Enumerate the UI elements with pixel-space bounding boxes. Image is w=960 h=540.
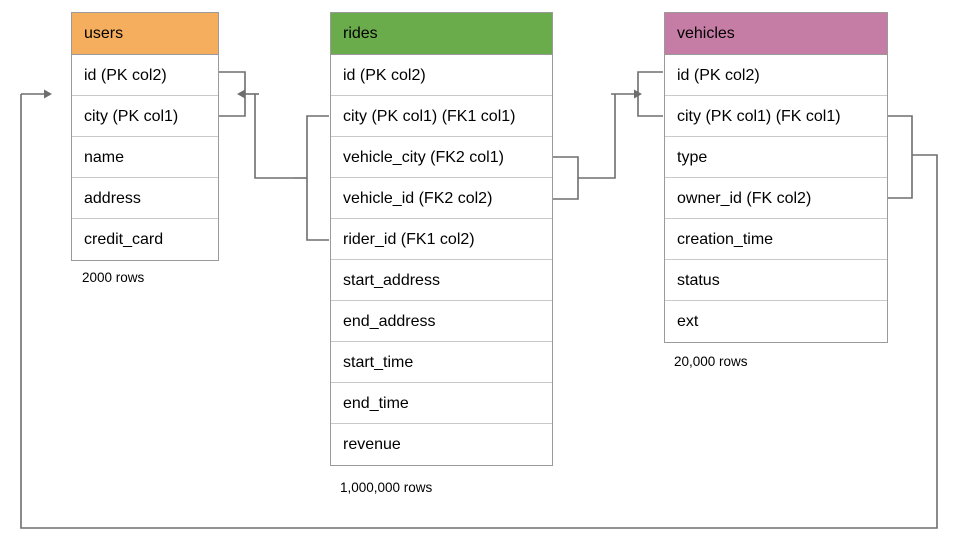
field-rides-end-time[interactable]: end_time	[331, 383, 552, 424]
field-rides-start-address[interactable]: start_address	[331, 260, 552, 301]
entity-rides-header: rides	[331, 13, 552, 55]
field-users-id[interactable]: id (PK col2)	[72, 55, 218, 96]
connector-rides-to-users	[219, 71, 329, 241]
field-rides-id[interactable]: id (PK col2)	[331, 55, 552, 96]
entity-rides[interactable]: rides id (PK col2) city (PK col1) (FK1 c…	[330, 12, 553, 466]
connector-rides-to-vehicles	[553, 71, 663, 200]
entity-vehicles-header: vehicles	[665, 13, 887, 55]
field-users-credit-card[interactable]: credit_card	[72, 219, 218, 260]
field-rides-end-address[interactable]: end_address	[331, 301, 552, 342]
field-vehicles-id[interactable]: id (PK col2)	[665, 55, 887, 96]
row-count-rides: 1,000,000 rows	[340, 480, 433, 495]
field-vehicles-status[interactable]: status	[665, 260, 887, 301]
field-rides-vehicle-city[interactable]: vehicle_city (FK2 col1)	[331, 137, 552, 178]
field-rides-revenue[interactable]: revenue	[331, 424, 552, 465]
field-rides-vehicle-id[interactable]: vehicle_id (FK2 col2)	[331, 178, 552, 219]
entity-users[interactable]: users id (PK col2) city (PK col1) name a…	[71, 12, 219, 261]
field-users-city[interactable]: city (PK col1)	[72, 96, 218, 137]
field-rides-city[interactable]: city (PK col1) (FK1 col1)	[331, 96, 552, 137]
field-users-name[interactable]: name	[72, 137, 218, 178]
field-users-address[interactable]: address	[72, 178, 218, 219]
field-vehicles-type[interactable]: type	[665, 137, 887, 178]
field-rides-start-time[interactable]: start_time	[331, 342, 552, 383]
field-rides-rider-id[interactable]: rider_id (FK1 col2)	[331, 219, 552, 260]
field-vehicles-owner-id[interactable]: owner_id (FK col2)	[665, 178, 887, 219]
entity-vehicles[interactable]: vehicles id (PK col2) city (PK col1) (FK…	[664, 12, 888, 343]
entity-users-header: users	[72, 13, 218, 55]
field-vehicles-ext[interactable]: ext	[665, 301, 887, 342]
row-count-vehicles: 20,000 rows	[674, 354, 748, 369]
field-vehicles-creation-time[interactable]: creation_time	[665, 219, 887, 260]
row-count-users: 2000 rows	[82, 270, 145, 285]
field-vehicles-city[interactable]: city (PK col1) (FK col1)	[665, 96, 887, 137]
